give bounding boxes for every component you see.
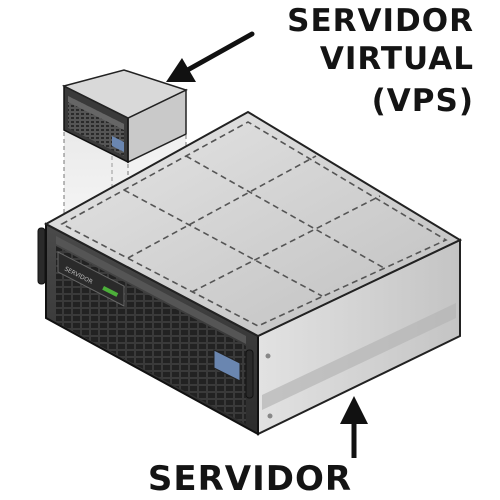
- arrow-up-icon: [340, 396, 368, 458]
- right-handle: [245, 349, 254, 399]
- vps-label-line-2: VIRTUAL: [319, 41, 474, 77]
- status-led: [102, 286, 119, 297]
- left-handle: [37, 227, 46, 285]
- arrow-up-right-icon: [166, 31, 255, 82]
- vps-label-line-1: SERVIDOR: [287, 3, 474, 39]
- server-label: SERVIDOR: [147, 459, 353, 499]
- vps-label-line-3: (VPS): [371, 83, 474, 119]
- vps-server: [61, 69, 189, 164]
- drive-bay: [57, 251, 125, 307]
- vps-partitions: [60, 121, 448, 327]
- physical-server: SERVIDOR: [37, 110, 463, 436]
- status-display: [213, 349, 241, 382]
- server-top-face: [43, 110, 463, 338]
- vps-top-face: [61, 69, 189, 119]
